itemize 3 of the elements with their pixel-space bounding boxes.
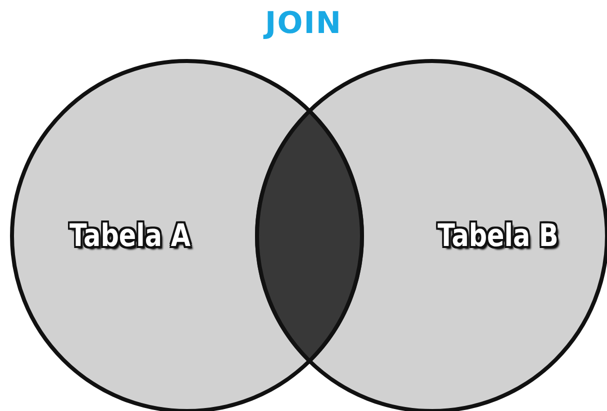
circle-label: Tabela A bbox=[69, 218, 191, 254]
diagram-title: JOIN bbox=[265, 6, 342, 41]
circle-label: Tabela B bbox=[438, 218, 558, 254]
